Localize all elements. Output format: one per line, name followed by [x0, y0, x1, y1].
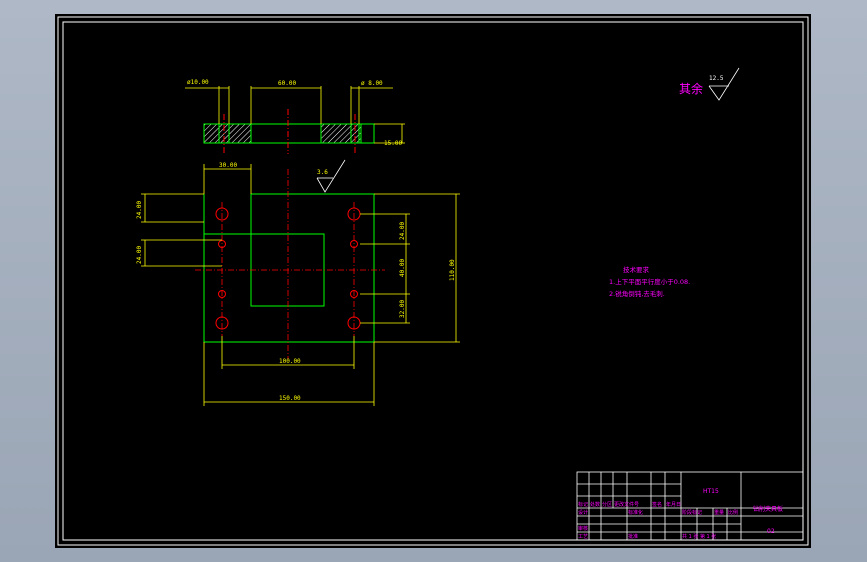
- general-roughness-label: 其余: [679, 81, 703, 96]
- technical-drawing: ø10.00 60.00 ø 8.00 15.00: [57, 16, 809, 546]
- tb-row-label-4: 更改文件号: [614, 501, 639, 508]
- tb-scale: 比例: [728, 509, 738, 516]
- dim-right-middle: 40.00: [399, 259, 406, 277]
- tb-row-label-1: 标记: [578, 501, 588, 508]
- dim-total-height: 110.00: [449, 259, 456, 281]
- tb-row-label-3: 分区: [602, 501, 612, 508]
- notes-line-2: 2.锐角倒钝,去毛刺.: [609, 289, 665, 298]
- tb-material: HT15: [703, 488, 719, 495]
- dim-top-right-dia: ø 8.00: [361, 80, 383, 87]
- tb-row-label-2: 处数: [590, 501, 600, 508]
- tb-standard: 标准化: [628, 509, 643, 516]
- tb-weight: 重量: [714, 509, 724, 516]
- tb-sheet: 共 1 张 第 1 张: [682, 533, 716, 540]
- general-roughness-value: 12.5: [709, 75, 724, 82]
- tb-row-label-5: 签名: [652, 501, 662, 508]
- outer-border: [57, 16, 809, 546]
- tb-stage: 阶段标记: [682, 509, 702, 516]
- tb-process: 工艺: [578, 534, 588, 540]
- dim-thickness: 15.00: [384, 140, 402, 147]
- section-view: ø10.00 60.00 ø 8.00 15.00: [185, 79, 405, 154]
- dim-right-upper: 24.00: [399, 222, 406, 240]
- tb-drawing-no: 02: [767, 528, 775, 535]
- tb-part-name: 钻削夹具板: [753, 505, 783, 513]
- dim-right-lower: 32.00: [399, 300, 406, 318]
- dim-total-width: 150.00: [279, 395, 301, 402]
- dim-left-lower: 24.00: [136, 246, 143, 264]
- notes-line-1: 1.上下平面平行度小于0.08.: [609, 277, 690, 286]
- dim-top-left-dia: ø10.00: [187, 79, 209, 86]
- plan-view: 30.00 24.00 24.00 24.00 40.00 32.00 110.…: [136, 159, 460, 406]
- roughness-face: 3.6: [317, 169, 328, 176]
- hatch-left: [203, 123, 252, 144]
- tb-review: 审核: [578, 525, 588, 532]
- notes-title: 技术要求: [623, 265, 650, 274]
- title-block: HT15 钻削夹具板 02 标记 处数 分区 更改文件号 签名 年月日 设计 标…: [576, 471, 804, 541]
- dim-top-center-width: 60.00: [278, 80, 296, 87]
- roughness-symbol: [316, 159, 346, 193]
- dim-left-offset: 30.00: [219, 162, 237, 169]
- inner-border: [62, 21, 804, 541]
- dim-inner-width: 100.00: [279, 358, 301, 365]
- tb-approve: 批准: [628, 533, 638, 540]
- tb-row-label-6: 年月日: [666, 501, 681, 508]
- cad-viewport[interactable]: ø10.00 60.00 ø 8.00 15.00: [55, 14, 811, 548]
- tb-designer: 设计: [578, 509, 588, 516]
- dim-left-upper: 24.00: [136, 201, 143, 219]
- general-roughness: 其余 12.5: [679, 67, 740, 101]
- technical-notes: 技术要求 1.上下平面平行度小于0.08. 2.锐角倒钝,去毛刺.: [609, 265, 690, 298]
